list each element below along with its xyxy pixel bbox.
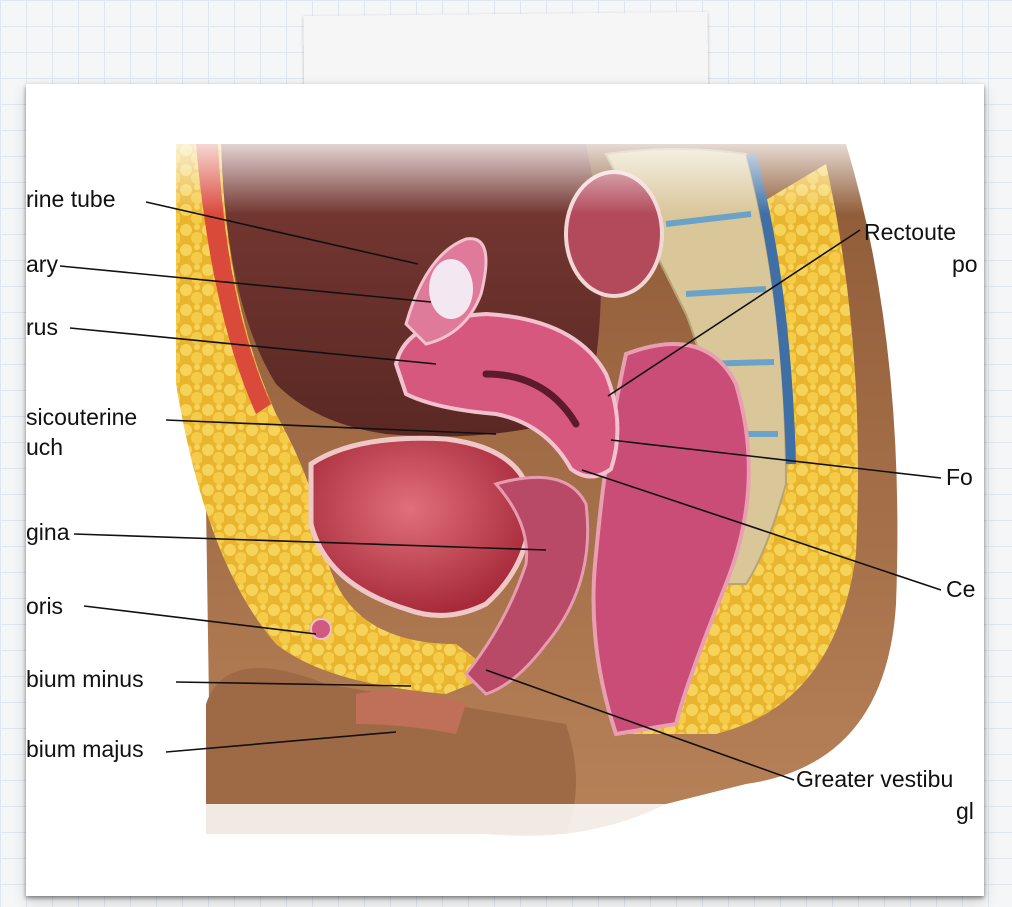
label-fornix: Fo xyxy=(946,462,973,492)
label-rectouterine-line1: Rectoute xyxy=(864,217,956,247)
label-uterine-tube: rine tube xyxy=(26,184,116,214)
label-labium-minus: bium minus xyxy=(26,664,144,694)
label-vagina: gina xyxy=(26,517,69,547)
label-vesicouterine-line2: uch xyxy=(26,432,63,462)
label-clitoris: oris xyxy=(26,591,63,621)
ovary xyxy=(429,259,473,319)
label-uterus: rus xyxy=(26,312,58,342)
label-greater-vestibular-line2: gl xyxy=(956,796,974,826)
diagram-card: rine tube ary rus sicouterine uch gina o… xyxy=(26,84,984,896)
label-ovary: ary xyxy=(26,249,58,279)
label-greater-vestibular-line1: Greater vestibu xyxy=(796,764,953,794)
label-labium-majus: bium majus xyxy=(26,734,144,764)
label-cervix: Ce xyxy=(946,574,975,604)
label-vesicouterine-line1: sicouterine xyxy=(26,402,137,432)
label-rectouterine-line2: po xyxy=(952,249,978,279)
clitoris xyxy=(311,619,331,639)
